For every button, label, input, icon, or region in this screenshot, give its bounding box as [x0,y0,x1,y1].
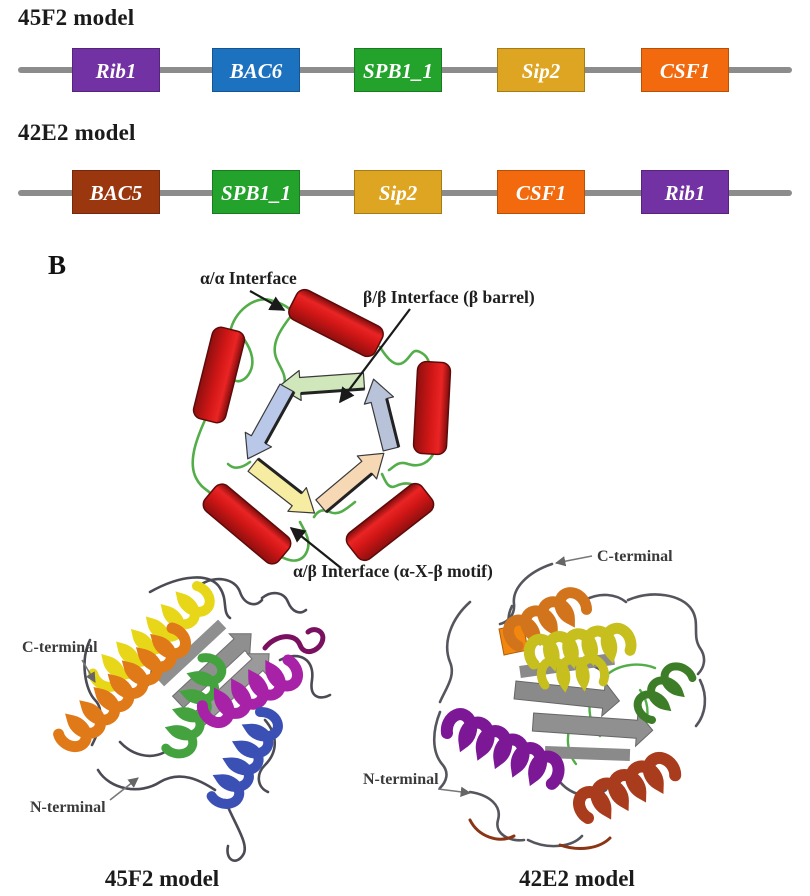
label-alpha-beta-interface: α/β Interface (α-X-β motif) [293,561,493,581]
helix-darkpurple [262,627,326,655]
domain-box-rib1: Rib1 [641,170,729,214]
domain-box-spb1: SPB1_1 [212,170,300,214]
helix-cylinder [288,288,384,358]
terminal-annotations: C-terminal N-terminal [363,548,673,797]
panel-b-label: B [48,250,67,280]
helix-blue [206,706,283,809]
c-terminal-label: C-terminal [22,639,98,656]
n-terminal-label: N-terminal [363,771,439,788]
annotation-arrows [249,290,411,569]
helix-purple [440,708,565,790]
tail-darkred [468,818,516,841]
helices [53,581,326,809]
model-title-45F2: 45F2 model [18,5,135,30]
domain-box-spb1: SPB1_1 [354,48,442,92]
domain-box-bac6: BAC6 [212,48,300,92]
model-title-42E2: 42E2 model [18,120,136,145]
helix-cylinder [192,326,246,424]
beta-barrel-strands [244,369,401,514]
helix-cylinder [202,483,292,565]
domain-box-rib1: Rib1 [72,48,160,92]
helix-cylinder [412,360,452,456]
domain-box-bac5: BAC5 [72,170,160,214]
helix-cylinder [345,482,435,562]
terminal-annotations: C-terminal N-terminal [22,639,139,816]
ribbon-structure-42E2: C-terminal N-terminal [363,548,707,850]
domain-box-csf1: CSF1 [497,170,585,214]
helix-green [633,662,697,724]
strand-upper-left [244,383,296,460]
helix-orange [53,622,192,753]
helix-yellow-2 [536,654,610,693]
caption-45F2: 45F2 model [104,866,220,891]
label-alpha-alpha-interface: α/α Interface [200,268,297,288]
ribbon-structure-45F2: C-terminal N-terminal [22,576,332,862]
helix-yellow [523,622,637,672]
helix-magenta [196,654,303,728]
n-terminal-label: N-terminal [30,799,106,816]
helix-orange [503,587,593,652]
caption-42E2: 42E2 model [519,866,635,891]
c-terminal-label: C-terminal [597,548,673,565]
domain-box-csf1: CSF1 [641,48,729,92]
strand-lower-right [315,452,385,514]
strand-lower-left [247,457,316,514]
domain-box-sip2: Sip2 [354,170,442,214]
label-beta-beta-interface: β/β Interface (β barrel) [363,287,535,307]
tail-darkred [558,836,612,850]
helices [440,587,697,850]
helix-darkred [573,751,682,824]
domain-box-sip2: Sip2 [497,48,585,92]
strand-upper-right [363,378,401,452]
alpha-helix-cylinders [192,288,452,565]
topology-schematic: α/α Interface β/β Interface (β barrel) α… [191,268,535,581]
